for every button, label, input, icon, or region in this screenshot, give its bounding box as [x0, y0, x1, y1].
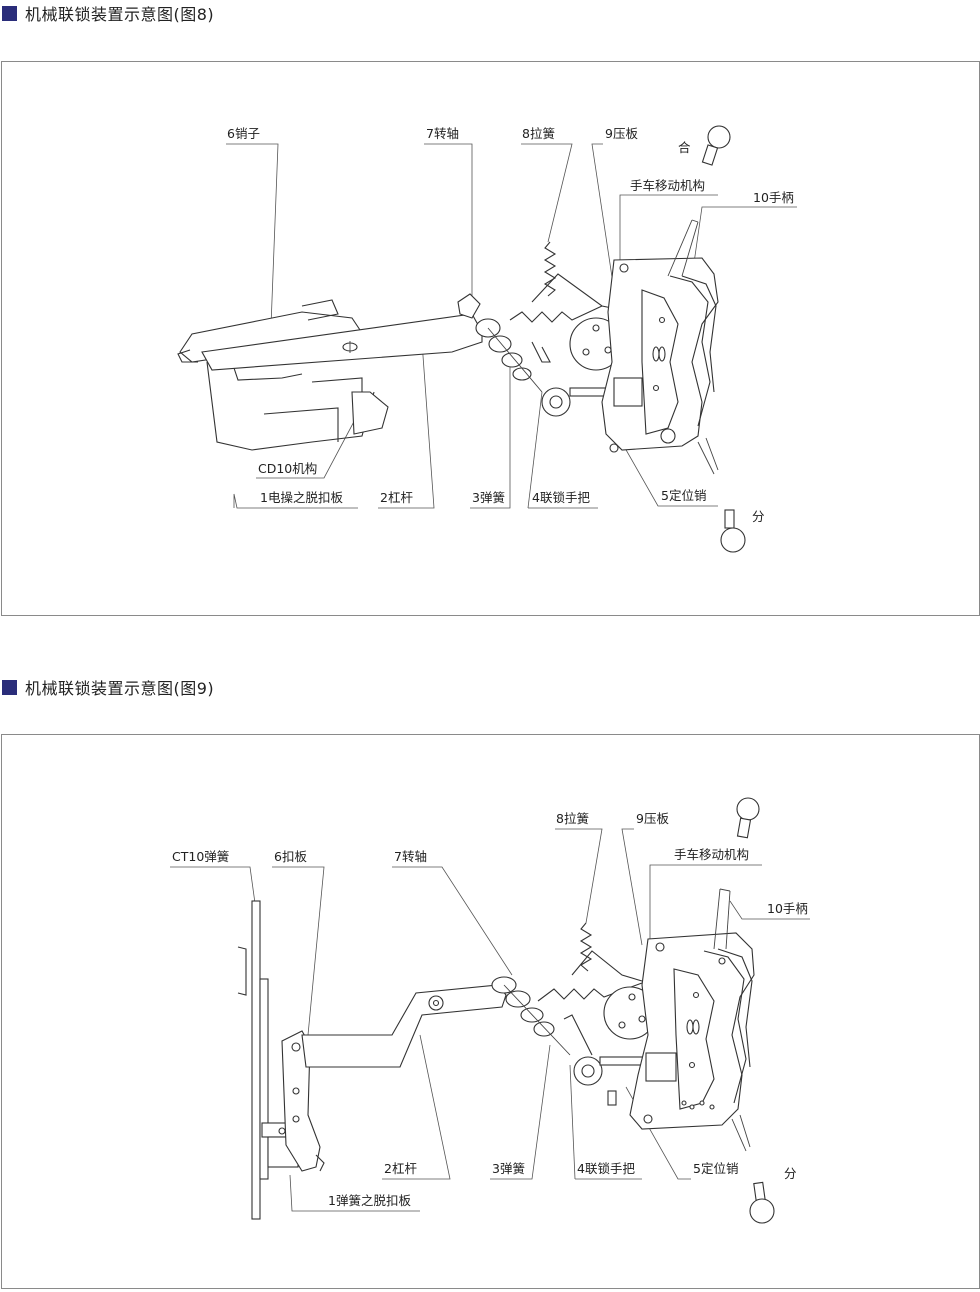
fig8-label-handle: 10手柄	[753, 190, 794, 205]
fig9-label-pressure-plate: 9压板	[636, 811, 669, 826]
fig9-cam-disk	[603, 986, 657, 1040]
bullet-square-icon	[2, 679, 17, 695]
fig8-label-pressure-plate: 9压板	[605, 126, 638, 141]
fig9-label-cart-mechanism: 手车移动机构	[674, 847, 749, 862]
fig8-label-interlock-handle: 4联锁手把	[532, 490, 590, 505]
fig8-panel: 6销子 7转轴 8拉簧 9压板 合 手车移动机构 10手柄 CD10机构 1电操…	[1, 61, 980, 616]
fig9-tension-spring-8	[537, 922, 643, 1002]
fig9-label-ct10-spring: CT10弹簧	[172, 849, 229, 864]
fig9-diagram: 8拉簧 9压板 CT10弹簧 6扣板 7转轴 手车移动机构 10手柄 2杠杆 3…	[170, 797, 810, 1224]
fig9-label-shaft: 7转轴	[394, 849, 427, 864]
fig8-label-cd10: CD10机构	[258, 461, 317, 476]
fig8-shaft-7	[457, 293, 543, 393]
fig9-interlock-handle-4	[563, 1014, 647, 1106]
bullet-square-icon	[2, 5, 17, 21]
fig8-close-knob-icon	[701, 125, 731, 166]
fig9-label-open: 分	[784, 1166, 797, 1181]
fig8-label-locating-pin: 5定位销	[661, 488, 706, 503]
fig9-heading: 机械联锁装置示意图(图9)	[2, 676, 214, 698]
fig8-label-shaft: 7转轴	[426, 126, 459, 141]
fig9-open-knob-icon	[749, 1181, 775, 1224]
fig8-interlock-handle-4	[531, 341, 611, 417]
fig8-tension-spring-8	[509, 241, 613, 323]
fig9-label-lever: 2杠杆	[384, 1161, 417, 1176]
fig8-label-tension-spring: 8拉簧	[522, 126, 555, 141]
fig8-label-pin: 6销子	[227, 126, 260, 141]
fig9-label-handle: 10手柄	[767, 901, 808, 916]
fig9-label-spring: 3弹簧	[492, 1161, 525, 1176]
fig9-leader-lines	[170, 828, 810, 1212]
fig9-label-buckle-plate: 6扣板	[274, 849, 307, 864]
fig9-title: 机械联锁装置示意图(图9)	[25, 679, 215, 698]
fig8-title: 机械联锁装置示意图(图8)	[25, 5, 215, 24]
fig9-lever-2	[301, 984, 507, 1068]
fig8-label-cart-mechanism: 手车移动机构	[630, 178, 705, 193]
fig9-cart-mechanism	[629, 888, 755, 1152]
fig8-cart-mechanism	[601, 219, 719, 475]
fig8-label-open: 分	[752, 509, 765, 524]
fig9-label-interlock-handle: 4联锁手把	[577, 1161, 635, 1176]
fig9-label-trip-plate: 1弹簧之脱扣板	[328, 1193, 411, 1208]
fig8-label-spring: 3弹簧	[472, 490, 505, 505]
fig8-heading: 机械联锁装置示意图(图8)	[2, 2, 214, 24]
fig9-label-tension-spring: 8拉簧	[556, 811, 589, 826]
fig8-open-knob-icon	[720, 509, 746, 553]
fig8-label-lever: 2杠杆	[380, 490, 413, 505]
fig9-panel: 8拉簧 9压板 CT10弹簧 6扣板 7转轴 手车移动机构 10手柄 2杠杆 3…	[1, 734, 980, 1289]
fig8-lever-2	[201, 313, 483, 371]
fig8-cd10-mechanism	[177, 299, 389, 451]
fig8-diagram: 6销子 7转轴 8拉簧 9压板 合 手车移动机构 10手柄 CD10机构 1电操…	[177, 125, 797, 553]
fig9-label-locating-pin: 5定位销	[693, 1161, 738, 1176]
fig9-shaft-7	[491, 976, 571, 1056]
fig8-leader-lines	[226, 143, 797, 509]
fig8-label-close: 合	[678, 140, 691, 155]
fig8-label-trip-plate: 1电操之脱扣板	[260, 490, 343, 505]
fig9-close-knob-icon	[736, 797, 760, 839]
